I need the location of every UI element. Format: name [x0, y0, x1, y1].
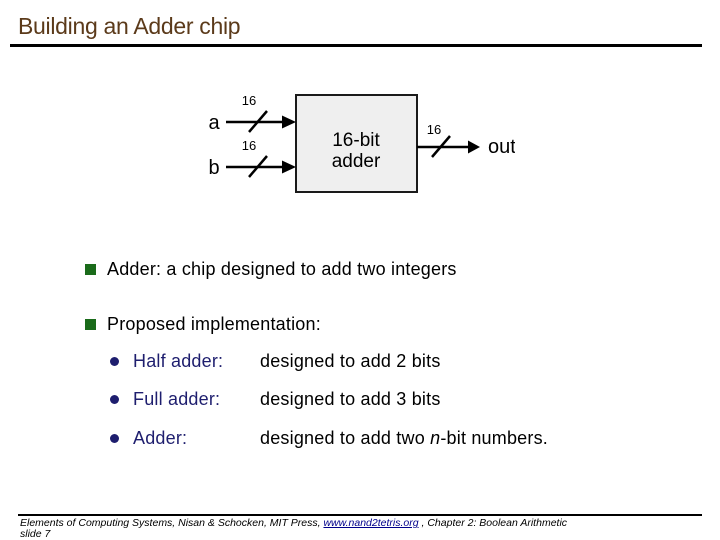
- bus-slash-out-icon: [431, 135, 451, 158]
- bus-slash-a-icon: [248, 110, 268, 133]
- bus-slash-b-icon: [248, 155, 268, 178]
- bus-width-out: 16: [427, 122, 441, 137]
- circle-bullet-icon: [110, 356, 119, 366]
- bus-width-b: 16: [242, 138, 256, 153]
- sub-bullet-adder: Adder: designed to add two n-bit numbers…: [110, 426, 548, 450]
- chip-box: [295, 94, 418, 193]
- chip-label-line1: 16-bit: [332, 130, 380, 151]
- footer-text-before-link: Elements of Computing Systems, Nisan & S…: [20, 517, 324, 529]
- arrowhead-out-icon: [468, 140, 480, 154]
- output-label: out: [488, 136, 515, 158]
- footer-citation: Elements of Computing Systems, Nisan & S…: [20, 517, 567, 529]
- nand2tetris-link[interactable]: www.nand2tetris.org: [323, 517, 419, 529]
- arrowhead-b-icon: [282, 160, 296, 174]
- footer-text-after-link: , Chapter 2: Boolean Arithmetic: [418, 517, 568, 529]
- sub-bullet-label: Half adder:: [133, 350, 224, 371]
- adder-chip-diagram: 16-bit adder a 16 b 16 16 out: [208, 93, 515, 193]
- square-bullet-icon: [85, 263, 96, 275]
- sub-bullet-desc: designed to add 3 bits: [260, 388, 441, 409]
- sub-bullet-label: Full adder:: [133, 388, 221, 409]
- bullet-adder-definition: Adder: a chip designed to add two intege…: [85, 257, 457, 281]
- footer-divider: [18, 514, 702, 516]
- sub-bullet-label: Adder:: [133, 427, 188, 448]
- input-a-label: a: [208, 112, 220, 134]
- bullet-text: Adder: a chip designed to add two intege…: [107, 258, 457, 279]
- arrowhead-a-icon: [282, 115, 296, 129]
- input-b-label: b: [208, 157, 219, 179]
- circle-bullet-icon: [110, 433, 119, 443]
- title-divider: [10, 44, 702, 47]
- page-title: Building an Adder chip: [18, 13, 241, 39]
- sub-bullet-half-adder: Half adder: designed to add 2 bits: [110, 349, 441, 373]
- bus-width-a: 16: [242, 93, 256, 108]
- sub-bullet-full-adder: Full adder: designed to add 3 bits: [110, 387, 441, 411]
- sub-bullet-desc: designed to add two n-bit numbers.: [260, 427, 548, 448]
- sub-bullet-desc: designed to add 2 bits: [260, 350, 441, 371]
- circle-bullet-icon: [110, 394, 119, 404]
- bullet-text: Proposed implementation:: [107, 313, 321, 334]
- bullet-proposed-implementation: Proposed implementation:: [85, 312, 321, 336]
- square-bullet-icon: [85, 318, 96, 330]
- chip-label-line2: adder: [332, 151, 381, 172]
- slide-number: slide 7: [20, 528, 51, 540]
